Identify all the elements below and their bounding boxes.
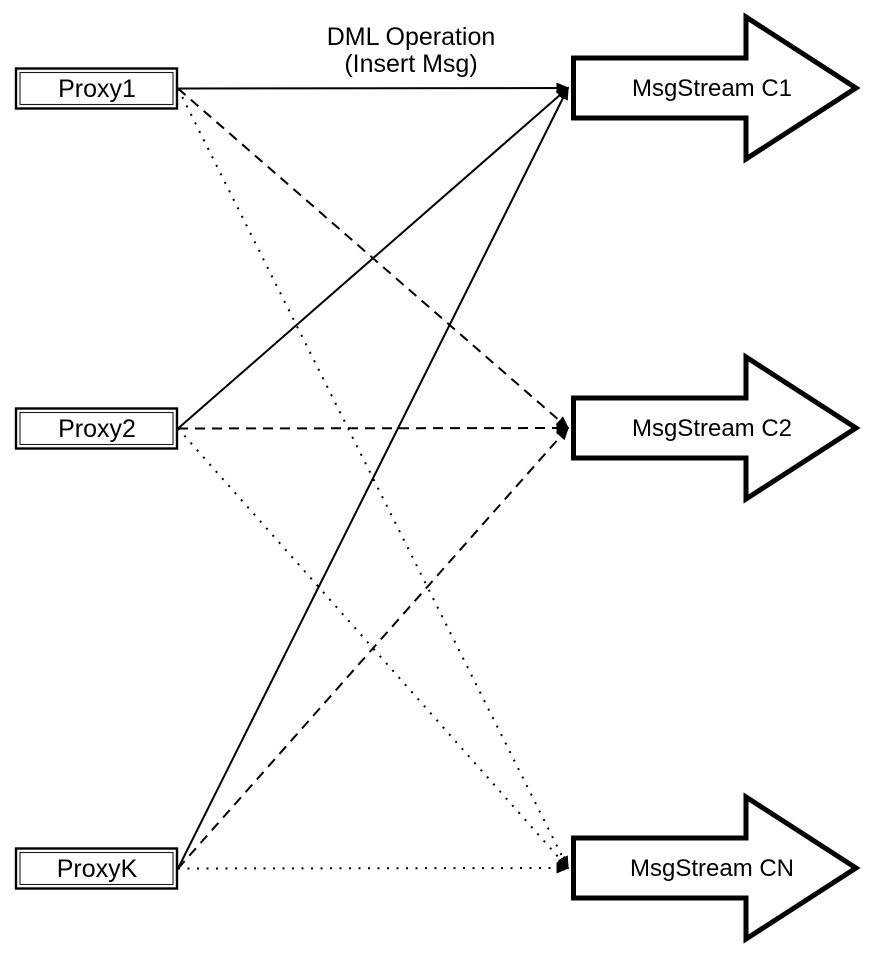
connector-proxyk-to-msgstream-cn	[177, 862, 570, 874]
proxy1-box-outer	[14, 67, 179, 110]
connector-proxy1-to-msgstream-c1	[177, 82, 570, 94]
proxyk-box-inner	[19, 851, 174, 886]
msgstream-c2-node: MsgStream C2	[571, 352, 861, 504]
msgstream-c2-label: MsgStream C2	[632, 415, 792, 442]
proxy2-node: Proxy2	[14, 407, 179, 450]
connector-proxy2-to-msgstream-c1	[177, 87, 570, 430]
proxy2-box-inner	[19, 411, 174, 446]
proxy1-node: Proxy1	[14, 67, 179, 110]
dml-operation-label-line2: (Insert Msg)	[344, 50, 477, 78]
proxyk-node: ProxyK	[14, 847, 179, 890]
dml-operation-label-line1: DML Operation	[327, 23, 496, 51]
msgstream-cn-label: MsgStream CN	[630, 855, 794, 882]
proxyk-label: ProxyK	[57, 855, 138, 883]
msgstream-cn-arrow-shape	[571, 792, 861, 944]
msgstream-cn-node: MsgStream CN	[571, 792, 861, 944]
connectors	[177, 82, 570, 874]
connector-proxy2-to-msgstream-c2	[177, 422, 570, 434]
proxyk-box-outer	[14, 847, 179, 890]
dml-operation-label: DML Operation (Insert Msg)	[327, 23, 496, 78]
msgstream-c1-arrow-shape	[571, 12, 861, 164]
msgstream-c1-label: MsgStream C1	[632, 75, 792, 102]
proxy2-label: Proxy2	[58, 415, 136, 443]
proxy1-label: Proxy1	[58, 75, 136, 103]
proxy2-box-outer	[14, 407, 179, 450]
proxy1-box-inner	[19, 71, 174, 106]
connector-proxyk-to-msgstream-c1	[177, 86, 569, 869]
msgstream-c1-node: MsgStream C1	[571, 12, 861, 164]
connector-proxyk-to-msgstream-c2	[177, 426, 569, 870]
msgstream-c2-arrow-shape	[571, 352, 861, 504]
